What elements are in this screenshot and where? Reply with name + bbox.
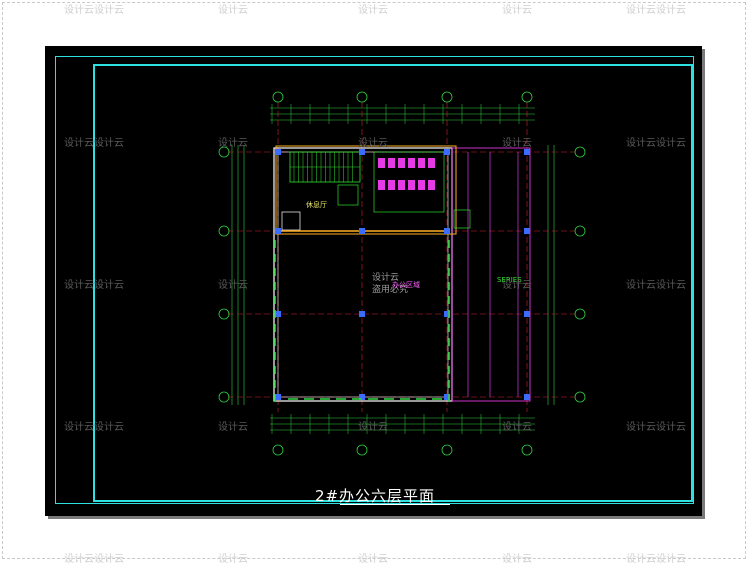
watermark: 设计云设计云 [626, 5, 686, 16]
axis-bubble-right [574, 391, 586, 403]
column [524, 394, 530, 400]
toilet-fixture [378, 180, 385, 190]
axis-bubble-right [574, 308, 586, 320]
watermark: 设计云 [358, 138, 388, 149]
watermark: 设计云设计云 [64, 138, 124, 149]
page-dashed-border [2, 2, 746, 559]
toilet-fixture [398, 158, 405, 168]
watermark: 设计云 [218, 138, 248, 149]
drawing-title: 2#办公六层平面 [314, 487, 436, 505]
axis-bubble-right [574, 225, 586, 237]
watermark: 设计云设计云 [626, 280, 686, 291]
watermark: 设计云设计云 [626, 138, 686, 149]
elevator [337, 184, 359, 206]
column [359, 228, 365, 234]
side-stair [453, 209, 471, 229]
toilet-fixture [408, 180, 415, 190]
column [275, 149, 281, 155]
center-watermark: 设计云 盗用必究 [372, 272, 408, 296]
column [359, 311, 365, 317]
toilet-fixture [418, 158, 425, 168]
watermark: 设计云 [358, 554, 388, 565]
axis-bubble-bottom [356, 444, 368, 456]
watermark: 设计云 [502, 5, 532, 16]
toilet-fixture [428, 180, 435, 190]
toilet-fixture [388, 180, 395, 190]
axis-bubble-left [218, 308, 230, 320]
column [524, 311, 530, 317]
toilet-fixture [388, 158, 395, 168]
axis-bubble-top [521, 91, 533, 103]
axis-bubble-top [356, 91, 368, 103]
column [359, 149, 365, 155]
axis-bubble-top [272, 91, 284, 103]
toilet-fixture [398, 180, 405, 190]
center-watermark-line1: 设计云 [372, 273, 400, 283]
axis-bubble-left [218, 225, 230, 237]
room-label-right: SERIES [497, 276, 522, 284]
axis-bubble-bottom [521, 444, 533, 456]
watermark: 设计云 [218, 422, 248, 433]
shaft [281, 211, 301, 231]
watermark: 设计云 [218, 280, 248, 291]
column [524, 149, 530, 155]
center-watermark-line2: 盗用必究 [372, 285, 409, 295]
right-wing-outline [451, 147, 531, 402]
drawing-frame-outer [55, 56, 694, 504]
toilet-fixture [428, 158, 435, 168]
room-label-center: 办公区域 [392, 281, 420, 289]
axis-bubble-bottom [272, 444, 284, 456]
watermark: 设计云 [218, 554, 248, 565]
watermark: 设计云设计云 [64, 280, 124, 291]
toilet-fixture [408, 158, 415, 168]
watermark: 设计云设计云 [626, 422, 686, 433]
drawing-title-underline [340, 504, 450, 505]
axis-bubble-top [441, 91, 453, 103]
column [444, 149, 450, 155]
watermark: 设计云设计云 [626, 554, 686, 565]
toilet-fixture [418, 180, 425, 190]
watermark: 设计云 [502, 138, 532, 149]
watermark: 设计云 [218, 5, 248, 16]
column [444, 228, 450, 234]
column [444, 394, 450, 400]
axis-bubble-right [574, 146, 586, 158]
column [275, 394, 281, 400]
axis-bubble-bottom [441, 444, 453, 456]
toilet-fixture [378, 158, 385, 168]
column [275, 311, 281, 317]
column [444, 311, 450, 317]
watermark: 设计云 [502, 554, 532, 565]
column [275, 228, 281, 234]
watermark: 设计云设计云 [64, 5, 124, 16]
toilet-room [373, 151, 445, 213]
drawing-sheet [45, 46, 702, 516]
core-outline [275, 145, 457, 235]
watermark: 设计云 [358, 422, 388, 433]
watermark: 设计云 [502, 280, 532, 291]
column [359, 394, 365, 400]
exterior-wall [273, 147, 453, 402]
drawing-frame-inner [93, 64, 693, 502]
column [524, 228, 530, 234]
axis-bubble-left [218, 391, 230, 403]
axis-bubble-left [218, 146, 230, 158]
watermark: 设计云 [358, 5, 388, 16]
watermark: 设计云设计云 [64, 554, 124, 565]
watermark: 设计云设计云 [64, 422, 124, 433]
room-label-top: 休息厅 [306, 201, 327, 209]
watermark: 设计云 [502, 422, 532, 433]
